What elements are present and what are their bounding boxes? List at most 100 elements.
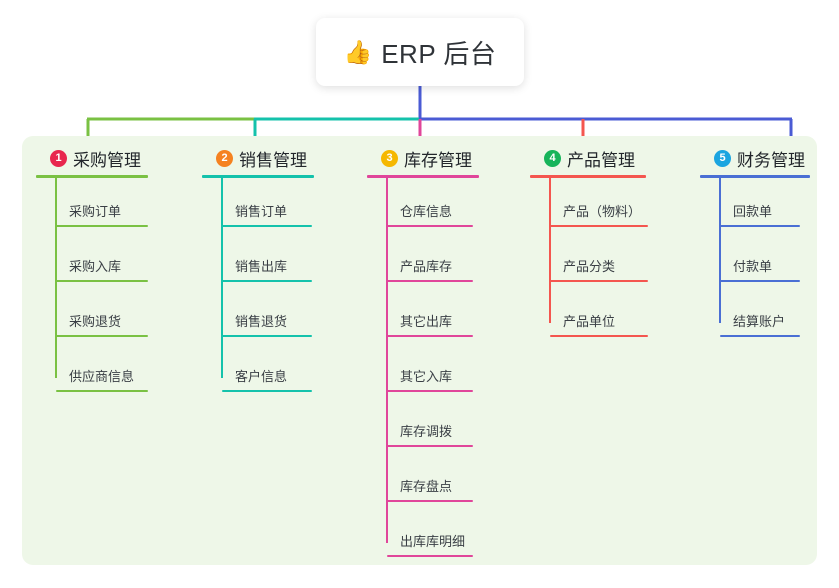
branch-child-label: 产品（物料） — [563, 204, 642, 219]
branch-child-label: 销售出库 — [235, 259, 288, 274]
branch-label-5: 财务管理 — [737, 150, 805, 170]
branches-panel — [22, 136, 817, 565]
branch-child-underline — [720, 225, 800, 227]
branch-child-label: 客户信息 — [235, 369, 288, 384]
branch-header-3[interactable]: 3 库存管理 — [367, 145, 479, 171]
branch-column-2[interactable]: 2 销售管理销售订单销售出库销售退货客户信息 — [202, 145, 314, 398]
branch-child-underline — [56, 280, 148, 282]
branch-child-item[interactable]: 采购退货 — [56, 288, 148, 343]
branch-child-item[interactable]: 产品库存 — [387, 233, 479, 288]
branch-child-label: 采购订单 — [69, 204, 122, 219]
branch-stem-5 — [719, 178, 721, 323]
branch-column-1[interactable]: 1 采购管理采购订单采购入库采购退货供应商信息 — [36, 145, 148, 398]
branch-child-underline — [720, 335, 800, 337]
branch-badge-4: 4 — [544, 149, 561, 167]
branch-child-label: 产品库存 — [400, 259, 453, 274]
branch-column-4[interactable]: 4 产品管理产品（物料） 产品分类产品单位 — [530, 145, 648, 343]
branch-underline-5 — [700, 175, 810, 178]
branch-label-1: 采购管理 — [73, 150, 141, 170]
branch-column-3[interactable]: 3 库存管理仓库信息产品库存其它出库其它入库库存调拨库存盘点出库库明细 — [367, 145, 479, 563]
branch-child-underline — [56, 335, 148, 337]
branch-child-underline — [222, 390, 312, 392]
branch-child-label: 采购退货 — [69, 314, 122, 329]
branch-badge-2: 2 — [216, 149, 233, 167]
branch-child-label: 产品分类 — [563, 259, 616, 274]
branch-child-label: 采购入库 — [69, 259, 122, 274]
branch-child-item[interactable]: 库存盘点 — [387, 453, 479, 508]
branch-child-item[interactable]: 销售订单 — [222, 178, 314, 233]
thumbs-up-icon: 👍 — [343, 38, 373, 65]
branch-child-item[interactable]: 采购订单 — [56, 178, 148, 233]
branch-child-label: 库存盘点 — [400, 479, 453, 494]
branch-child-label: 其它出库 — [400, 314, 453, 329]
branch-child-item[interactable]: 其它出库 — [387, 288, 479, 343]
branch-child-label: 结算账户 — [733, 314, 786, 329]
branch-child-item[interactable]: 销售退货 — [222, 288, 314, 343]
branch-children-1: 采购订单采购入库采购退货供应商信息 — [36, 178, 148, 398]
root-node[interactable]: 👍 ERP 后台 — [316, 18, 524, 86]
branch-child-item[interactable]: 付款单 — [720, 233, 810, 288]
branch-underline-3 — [367, 175, 479, 178]
branch-child-item[interactable]: 采购入库 — [56, 233, 148, 288]
branch-label-4: 产品管理 — [567, 150, 635, 170]
branch-child-underline — [387, 225, 473, 227]
branch-child-item[interactable]: 供应商信息 — [56, 343, 148, 398]
branch-children-4: 产品（物料） 产品分类产品单位 — [530, 178, 648, 343]
branch-child-underline — [550, 280, 648, 282]
branch-child-underline — [550, 225, 648, 227]
branch-child-underline — [387, 445, 473, 447]
branch-child-label: 供应商信息 — [69, 369, 135, 384]
branch-child-label: 仓库信息 — [400, 204, 453, 219]
branch-header-4[interactable]: 4 产品管理 — [530, 145, 646, 171]
branch-child-label: 销售退货 — [235, 314, 288, 329]
branch-badge-5: 5 — [714, 149, 731, 167]
branch-child-item[interactable]: 其它入库 — [387, 343, 479, 398]
branch-child-underline — [222, 280, 312, 282]
branch-stem-2 — [221, 178, 223, 378]
branch-child-underline — [56, 225, 148, 227]
branch-child-underline — [387, 335, 473, 337]
branch-badge-3: 3 — [381, 149, 398, 167]
branch-stem-3 — [386, 178, 388, 543]
branch-child-item[interactable]: 出库库明细 — [387, 508, 479, 563]
branch-stem-4 — [549, 178, 551, 323]
root-title: ERP 后台 — [381, 38, 497, 69]
branch-badge-1: 1 — [50, 149, 67, 167]
branch-underline-2 — [202, 175, 314, 178]
branch-child-item[interactable]: 产品（物料） — [550, 178, 648, 233]
branch-child-item[interactable]: 产品单位 — [550, 288, 648, 343]
branch-column-5[interactable]: 5 财务管理回款单付款单结算账户 — [700, 145, 810, 343]
branch-child-label: 销售订单 — [235, 204, 288, 219]
branch-header-2[interactable]: 2 销售管理 — [202, 145, 314, 171]
branch-underline-1 — [36, 175, 148, 178]
branch-children-3: 仓库信息产品库存其它出库其它入库库存调拨库存盘点出库库明细 — [367, 178, 479, 563]
branch-child-underline — [387, 500, 473, 502]
branch-child-underline — [387, 280, 473, 282]
branch-child-item[interactable]: 产品分类 — [550, 233, 648, 288]
branch-child-label: 出库库明细 — [400, 534, 466, 549]
branch-label-2: 销售管理 — [239, 150, 307, 170]
branch-underline-4 — [530, 175, 646, 178]
branch-child-label: 回款单 — [733, 204, 773, 219]
branch-child-item[interactable]: 销售出库 — [222, 233, 314, 288]
branch-children-2: 销售订单销售出库销售退货客户信息 — [202, 178, 314, 398]
branch-child-label: 库存调拨 — [400, 424, 453, 439]
branch-child-label: 其它入库 — [400, 369, 453, 384]
branch-child-item[interactable]: 客户信息 — [222, 343, 314, 398]
branch-label-3: 库存管理 — [404, 150, 472, 170]
branch-child-item[interactable]: 仓库信息 — [387, 178, 479, 233]
branch-child-label: 产品单位 — [563, 314, 616, 329]
branch-header-1[interactable]: 1 采购管理 — [36, 145, 148, 171]
branch-child-item[interactable]: 结算账户 — [720, 288, 810, 343]
branch-child-underline — [222, 335, 312, 337]
branch-child-underline — [720, 280, 800, 282]
branch-child-item[interactable]: 回款单 — [720, 178, 810, 233]
branch-child-underline — [56, 390, 148, 392]
branch-child-underline — [222, 225, 312, 227]
branch-child-underline — [550, 335, 648, 337]
branch-stem-1 — [55, 178, 57, 378]
branch-child-underline — [387, 555, 473, 557]
branch-header-5[interactable]: 5 财务管理 — [700, 145, 810, 171]
branch-child-item[interactable]: 库存调拨 — [387, 398, 479, 453]
